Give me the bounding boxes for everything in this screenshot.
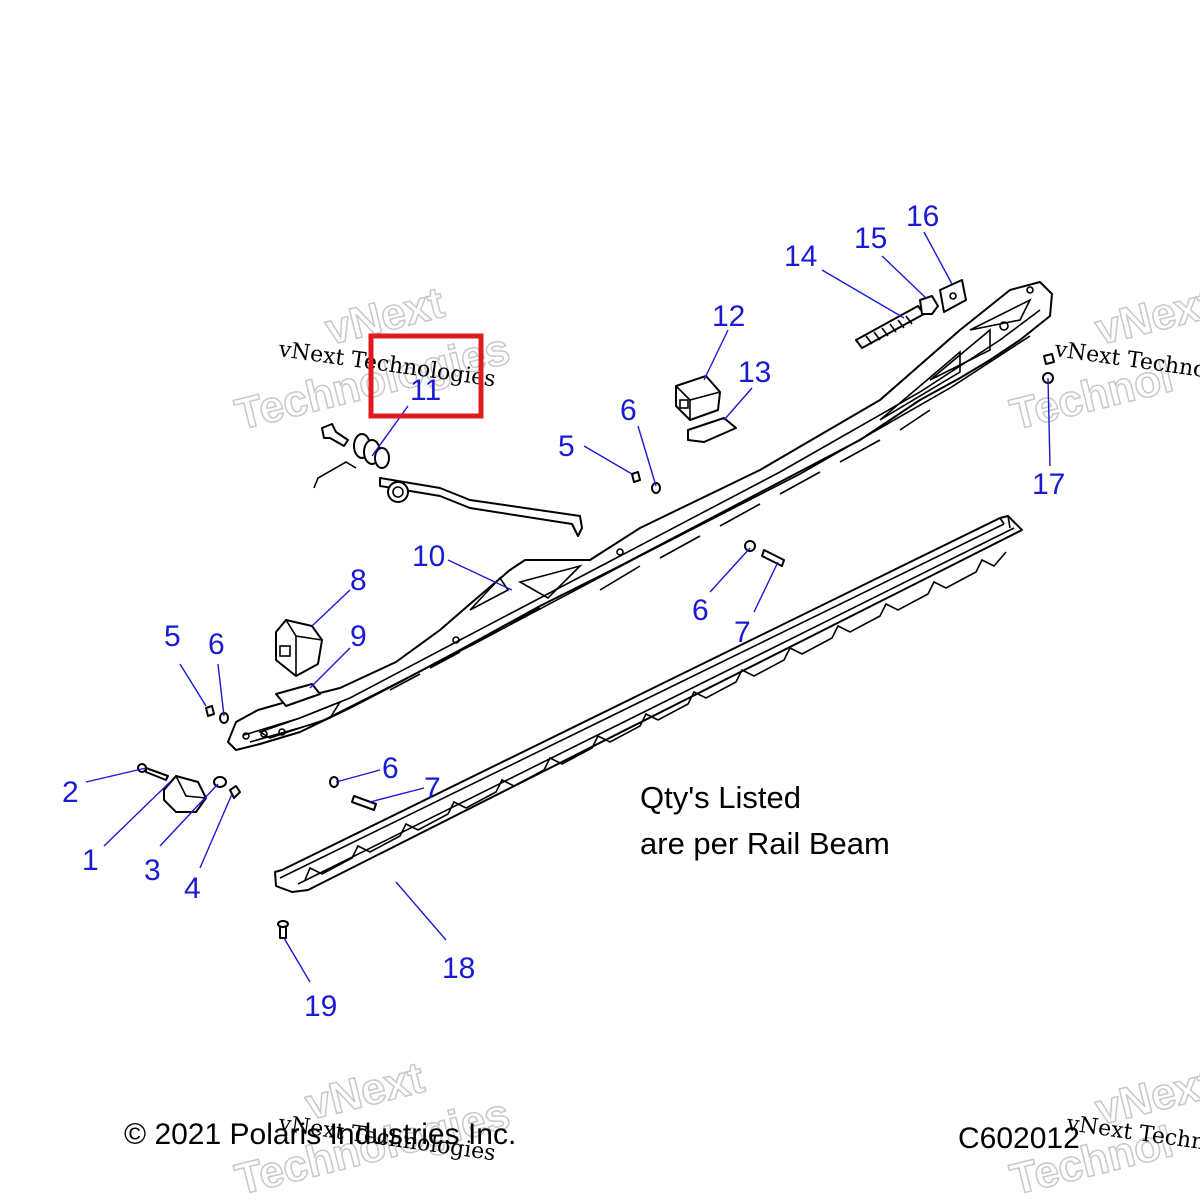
note-line-2: are per Rail Beam bbox=[640, 826, 890, 861]
part-10-rail-beam bbox=[227, 281, 1053, 751]
callout-8[interactable]: 8 bbox=[350, 564, 367, 597]
callout-6c[interactable]: 6 bbox=[692, 594, 709, 627]
callout-5b[interactable]: 5 bbox=[558, 430, 575, 463]
callout-11[interactable]: 11 bbox=[410, 374, 441, 407]
callout-1[interactable]: 1 bbox=[82, 844, 99, 877]
part-9-insert bbox=[275, 683, 321, 707]
callout-4[interactable]: 4 bbox=[184, 872, 201, 905]
callout-17[interactable]: 17 bbox=[1032, 468, 1065, 501]
callout-2[interactable]: 2 bbox=[62, 776, 79, 809]
callout-11-highlight-box bbox=[368, 333, 484, 419]
callout-7a[interactable]: 7 bbox=[734, 616, 751, 649]
callout-6a[interactable]: 6 bbox=[208, 628, 225, 661]
part-13-pad bbox=[687, 417, 737, 443]
callout-12[interactable]: 12 bbox=[712, 300, 745, 333]
part-7-lower-bolt bbox=[351, 795, 377, 811]
footer: © 2021 Polaris Industries Inc. C602012 bbox=[124, 1118, 1080, 1155]
leader-6d bbox=[335, 769, 381, 783]
part-12-block bbox=[675, 375, 721, 421]
leader-7b bbox=[369, 787, 425, 803]
part-11-spring-rod bbox=[313, 423, 583, 537]
leader-12 bbox=[703, 329, 729, 381]
callout-6b[interactable]: 6 bbox=[620, 394, 637, 427]
part-4-nut bbox=[229, 785, 241, 799]
callout-3[interactable]: 3 bbox=[144, 854, 161, 887]
callout-9[interactable]: 9 bbox=[350, 620, 367, 653]
callout-7b[interactable]: 7 bbox=[424, 772, 441, 805]
part-6-mid-washer bbox=[744, 540, 756, 552]
callout-10[interactable]: 10 bbox=[412, 540, 445, 573]
callout-labels: 1 2 3 4 5 5 6 6 6 6 7 7 8 9 10 11 12 13 … bbox=[62, 200, 1065, 1023]
leader-6a bbox=[217, 663, 225, 717]
callout-13[interactable]: 13 bbox=[738, 356, 771, 389]
note-line-1: Qty's Listed bbox=[640, 780, 801, 815]
leader-15 bbox=[881, 255, 927, 299]
leader-2 bbox=[85, 767, 147, 783]
leader-5a bbox=[179, 663, 207, 707]
leader-8 bbox=[311, 589, 351, 627]
leader-lines bbox=[85, 231, 1051, 983]
part-1-tip-cap bbox=[163, 775, 207, 813]
note-block: Qty's Listed are per Rail Beam bbox=[640, 780, 890, 861]
part-2-bolt bbox=[137, 763, 169, 781]
callout-14[interactable]: 14 bbox=[784, 240, 817, 273]
leader-13 bbox=[723, 387, 753, 421]
part-14-bolt bbox=[855, 305, 925, 349]
leader-6b bbox=[637, 425, 657, 487]
leader-19 bbox=[283, 937, 311, 983]
leader-18 bbox=[395, 881, 447, 941]
callout-16[interactable]: 16 bbox=[906, 200, 939, 233]
watermark-outline-top-right: vNext bbox=[1091, 278, 1200, 355]
part-8-block bbox=[275, 619, 323, 677]
part-5-front-nut bbox=[205, 705, 215, 717]
leader-10 bbox=[447, 559, 513, 591]
part-5-upper-nut bbox=[631, 471, 641, 483]
part-19-screw bbox=[277, 920, 289, 939]
leader-16 bbox=[923, 231, 953, 285]
part-7-mid-bolt bbox=[761, 549, 785, 567]
callout-6d[interactable]: 6 bbox=[382, 752, 399, 785]
part-18-slide bbox=[274, 515, 1023, 893]
leader-7a bbox=[753, 561, 779, 613]
leader-6c bbox=[709, 547, 751, 593]
part-6-upper-washer bbox=[651, 482, 661, 494]
leader-5b bbox=[583, 445, 633, 475]
part-15-nut bbox=[919, 295, 939, 315]
copyright-text: © 2021 Polaris Industries Inc. bbox=[124, 1118, 516, 1151]
callout-19[interactable]: 19 bbox=[304, 990, 337, 1023]
leader-17 bbox=[1047, 377, 1051, 467]
figure-code: C602012 bbox=[958, 1122, 1080, 1155]
watermark-text-group: vNext Technologies vNext Techno vNext Te… bbox=[276, 337, 1200, 1166]
leader-1 bbox=[103, 781, 171, 847]
callout-5a[interactable]: 5 bbox=[164, 620, 181, 653]
callout-18[interactable]: 18 bbox=[442, 952, 475, 985]
leader-9 bbox=[309, 647, 351, 689]
leader-14 bbox=[821, 269, 905, 319]
part-16-bracket bbox=[939, 279, 967, 313]
leader-3 bbox=[159, 783, 219, 847]
callout-15[interactable]: 15 bbox=[854, 222, 887, 255]
leader-4 bbox=[199, 793, 233, 869]
